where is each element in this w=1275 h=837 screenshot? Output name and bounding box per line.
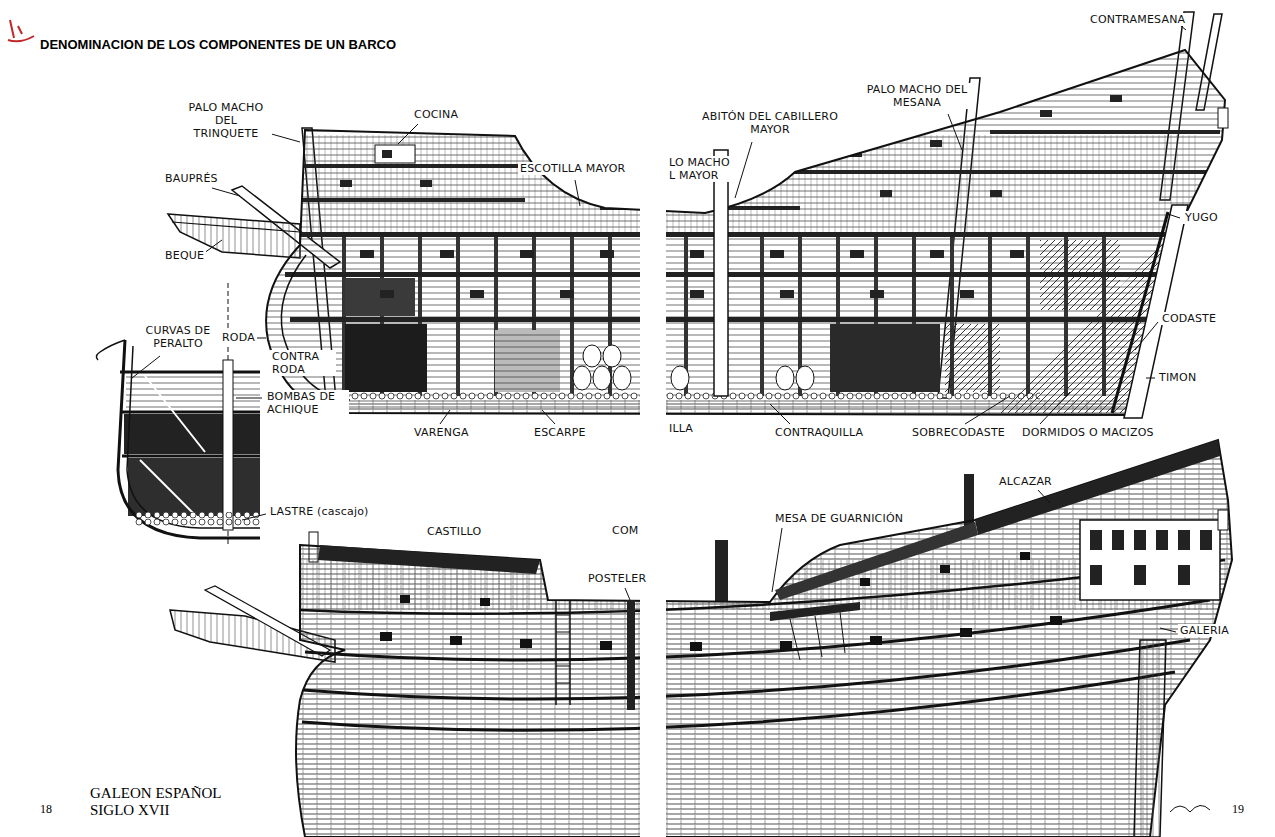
part-label: DORMIDOS O MACIZOS bbox=[1020, 426, 1156, 439]
part-label: CODASTE bbox=[1160, 312, 1218, 325]
part-label: CONTRAMESANA bbox=[1088, 13, 1187, 26]
part-label: LO MACHO L MAYOR bbox=[667, 156, 737, 182]
part-label: BOMBAS DE ACHIQUE bbox=[265, 390, 349, 416]
part-label: CONTRA RODA bbox=[270, 350, 336, 376]
page-number: 19 bbox=[1230, 802, 1246, 817]
part-label: MESA DE GUARNICIÓN bbox=[773, 512, 905, 525]
part-label: PALO MACHO DEL TRINQUETE bbox=[180, 101, 272, 140]
part-label: CURVAS DE PERALTO bbox=[136, 324, 220, 350]
page-title: DENOMINACION DE LOS COMPONENTES DE UN BA… bbox=[38, 37, 398, 52]
part-label: ALCAZAR bbox=[997, 475, 1054, 488]
part-label: ABITÓN DEL CABILLERO MAYOR bbox=[688, 110, 852, 136]
figure-caption: GALEON ESPAÑOL SIGLO XVII bbox=[88, 785, 252, 819]
part-label: ESCARPE bbox=[532, 426, 588, 439]
part-label: TIMON bbox=[1157, 371, 1198, 384]
part-label: RODA bbox=[220, 331, 257, 344]
part-label: BAUPRÉS bbox=[163, 172, 220, 185]
part-label: ESCOTILLA MAYOR bbox=[518, 162, 627, 175]
part-label: CONTRAQUILLA bbox=[773, 426, 865, 439]
part-label: SOBRECODASTE bbox=[910, 426, 1007, 439]
part-label: YUGO bbox=[1183, 211, 1220, 224]
part-label: ILLA bbox=[667, 422, 695, 435]
part-label: PALO MACHO DEL MESANA bbox=[862, 83, 972, 109]
part-label: CASTILLO bbox=[425, 525, 483, 538]
part-label: LASTRE (cascajo) bbox=[268, 505, 371, 518]
part-label: COM bbox=[610, 524, 640, 537]
page-number: 18 bbox=[38, 802, 54, 817]
part-label: COCINA bbox=[412, 108, 460, 121]
part-label: GALERIA bbox=[1178, 624, 1231, 637]
part-label: BEQUE bbox=[163, 249, 206, 262]
part-label: VARENGA bbox=[412, 426, 471, 439]
part-label: POSTELER bbox=[586, 572, 648, 585]
